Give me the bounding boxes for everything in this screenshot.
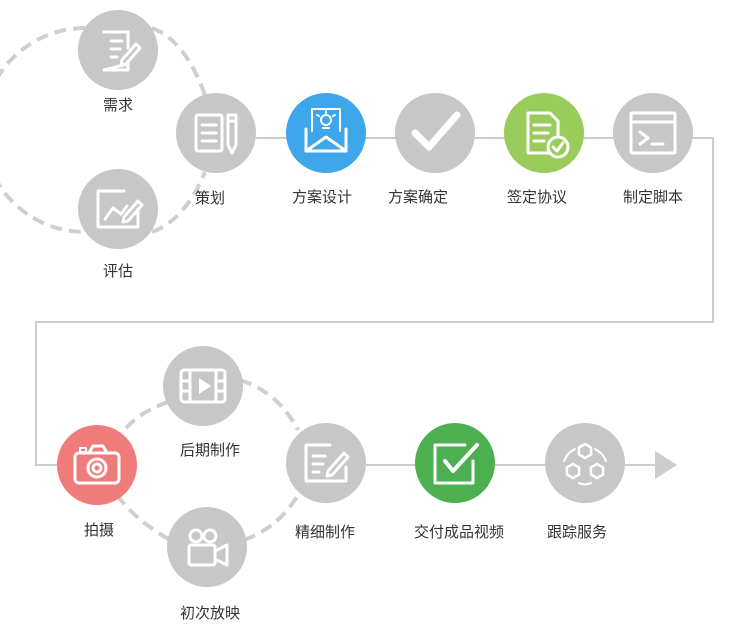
node-fangansheji [286,93,366,173]
node-paishe [57,425,137,505]
dashed-loop-2-top-left [118,400,169,439]
dashed-loop-2-bottom-left [115,493,171,542]
pinggu-circle [78,169,158,249]
dashed-loop-2-bottom-right [243,493,300,542]
jingxizhizuo-label: 精细制作 [294,523,355,541]
qiandingxieyi-label: 签定协议 [506,188,567,206]
nodes [57,10,693,587]
dashed-loop-top [151,26,207,96]
cehua-label: 策划 [194,189,225,207]
pinggu-label: 评估 [102,262,133,280]
node-chucifangying [167,507,247,587]
fangansheji-circle [286,93,366,173]
notepad-pencil-icon [194,113,238,155]
node-cehua [176,93,256,173]
node-qiandingxieyi [504,93,584,173]
contract-check-icon [526,111,570,159]
camera-icon [73,444,121,485]
chucifangying-circle [167,507,247,587]
genzong-circle [545,423,625,503]
idea-mail-icon [304,108,348,153]
fangankueding-circle [395,93,475,173]
fangansheji-label: 方案设计 [291,188,352,206]
jiaofu-label: 交付成品视频 [413,523,504,541]
checkmark-icon [411,111,461,151]
node-genzong [545,423,625,503]
edit-list-icon [304,443,350,483]
xuqiu-label: 需求 [102,96,133,114]
jingxizhizuo-circle [286,423,366,503]
node-pinggu [78,169,158,249]
node-zhidingjiaoben [613,93,693,173]
document-edit-icon [102,30,142,72]
hexagon-network-icon [563,442,607,486]
node-fanganqueding [395,93,475,173]
dashed-loop-2-top-right [239,378,300,431]
video-camera-icon [187,528,229,567]
dashed-loop-left [0,26,86,234]
fangankueding-label: 方案确定 [387,188,448,206]
paishe-label: 拍摄 [83,521,114,539]
zhidingjiaoben-circle [613,93,693,173]
jiaofu-circle [415,423,495,503]
node-xuqiu [78,10,158,90]
dashed-loop-bottom [151,171,207,234]
arrow-head-icon [655,451,677,479]
node-jingxizhizuo [286,423,366,503]
chucifangying-label: 初次放映 [179,604,240,622]
node-jiaofu [415,423,495,503]
check-box-icon [433,443,479,485]
genzong-label: 跟踪服务 [546,523,607,541]
terminal-icon [629,111,677,155]
houqizhizuo-label: 后期制作 [179,441,240,459]
film-play-icon [179,368,227,404]
node-houqizhizuo [163,346,243,426]
zhidingjiaoben-label: 制定脚本 [622,188,683,206]
chart-edit-icon [96,189,144,229]
